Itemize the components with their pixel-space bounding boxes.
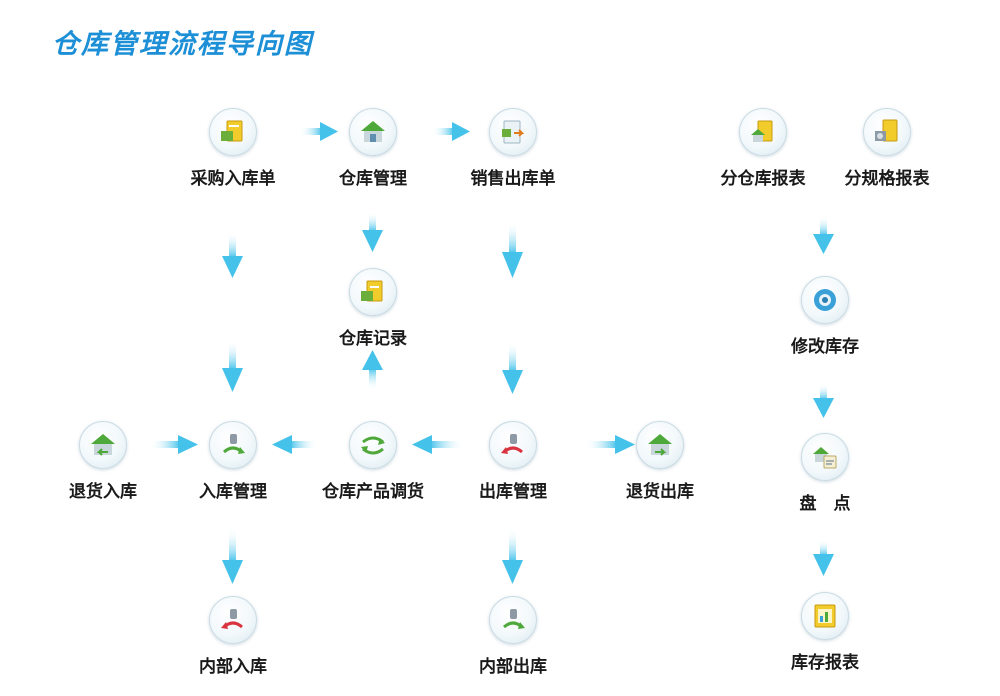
warehouse-icon [349, 108, 397, 156]
node-return-in[interactable]: 退货入库 [28, 421, 178, 521]
arrow-col1-down-a [222, 232, 243, 278]
node-label: 分规格报表 [844, 169, 930, 189]
internal-in-icon [209, 596, 257, 644]
node-return-out[interactable]: 退货出库 [585, 421, 735, 521]
stocktake-icon [801, 433, 849, 481]
node-purchase-in[interactable]: 采购入库单 [158, 108, 308, 208]
node-label: 出库管理 [479, 482, 547, 502]
internal-out-icon [489, 596, 537, 644]
node-label: 入库管理 [199, 482, 267, 502]
arrow-transfer-to-inbound [272, 435, 318, 454]
arrow-sales-down-b [502, 342, 523, 394]
outbound-icon [489, 421, 537, 469]
node-in-mgmt[interactable]: 入库管理 [158, 421, 308, 521]
node-warehouse-record[interactable]: 仓库记录 [298, 268, 448, 368]
node-label: 退货入库 [69, 482, 137, 502]
arrow-warehouse-to-sales [432, 122, 470, 141]
sales-issue-icon [489, 108, 537, 156]
return-out-icon [636, 421, 684, 469]
node-branch-report[interactable]: 分仓库报表 [688, 108, 838, 208]
node-label: 内部入库 [199, 657, 267, 677]
node-label: 修改库存 [791, 337, 859, 357]
node-out-mgmt[interactable]: 出库管理 [438, 421, 588, 521]
arrow-outbound-to-transfer [412, 435, 464, 454]
node-modify-stock[interactable]: 修改库存 [750, 276, 900, 376]
node-label: 仓库记录 [339, 329, 407, 349]
modify-stock-icon [801, 276, 849, 324]
node-label: 内部出库 [479, 657, 547, 677]
node-internal-out[interactable]: 内部出库 [438, 596, 588, 696]
node-stocktake[interactable]: 盘 点 [750, 433, 900, 533]
node-spec-report[interactable]: 分规格报表 [812, 108, 962, 208]
return-in-icon [79, 421, 127, 469]
spec-report-icon [863, 108, 911, 156]
node-label: 库存报表 [791, 653, 859, 673]
page-title: 仓库管理流程导向图 [52, 29, 313, 60]
node-label: 销售出库单 [470, 169, 556, 189]
arrow-outbound-to-return-out [585, 435, 635, 454]
inbound-icon [209, 421, 257, 469]
flow-arrows [150, 122, 834, 584]
arrow-transfer-to-record [362, 350, 383, 390]
arrow-inbound-to-internal-in [222, 528, 243, 584]
node-label: 采购入库单 [190, 169, 276, 189]
node-label: 退货出库 [626, 482, 694, 502]
node-warehouse-mgmt[interactable]: 仓库管理 [298, 108, 448, 208]
arrow-report-to-modify [813, 216, 834, 254]
transfer-icon [349, 421, 397, 469]
arrow-sales-down-a [502, 222, 523, 278]
arrow-warehouse-to-record [362, 212, 383, 252]
node-internal-in[interactable]: 内部入库 [158, 596, 308, 696]
node-stock-report[interactable]: 库存报表 [750, 592, 900, 692]
record-icon [349, 268, 397, 316]
purchase-receipt-icon [209, 108, 257, 156]
arrow-modify-to-stocktake [813, 384, 834, 418]
node-label: 盘 点 [799, 494, 851, 514]
arrow-purchase-to-warehouse [300, 122, 338, 141]
node-label: 仓库产品调货 [322, 482, 424, 502]
node-label: 分仓库报表 [720, 169, 806, 189]
node-sales-out[interactable]: 销售出库单 [438, 108, 588, 208]
node-transfer[interactable]: 仓库产品调货 [298, 421, 448, 521]
node-label: 仓库管理 [339, 169, 407, 189]
arrow-return-to-inbound [150, 435, 198, 454]
arrow-stocktake-to-report [813, 540, 834, 576]
arrow-col1-down-b [222, 340, 243, 392]
stock-report-icon [801, 592, 849, 640]
branch-report-icon [739, 108, 787, 156]
arrow-outbound-to-internal-out [502, 528, 523, 584]
